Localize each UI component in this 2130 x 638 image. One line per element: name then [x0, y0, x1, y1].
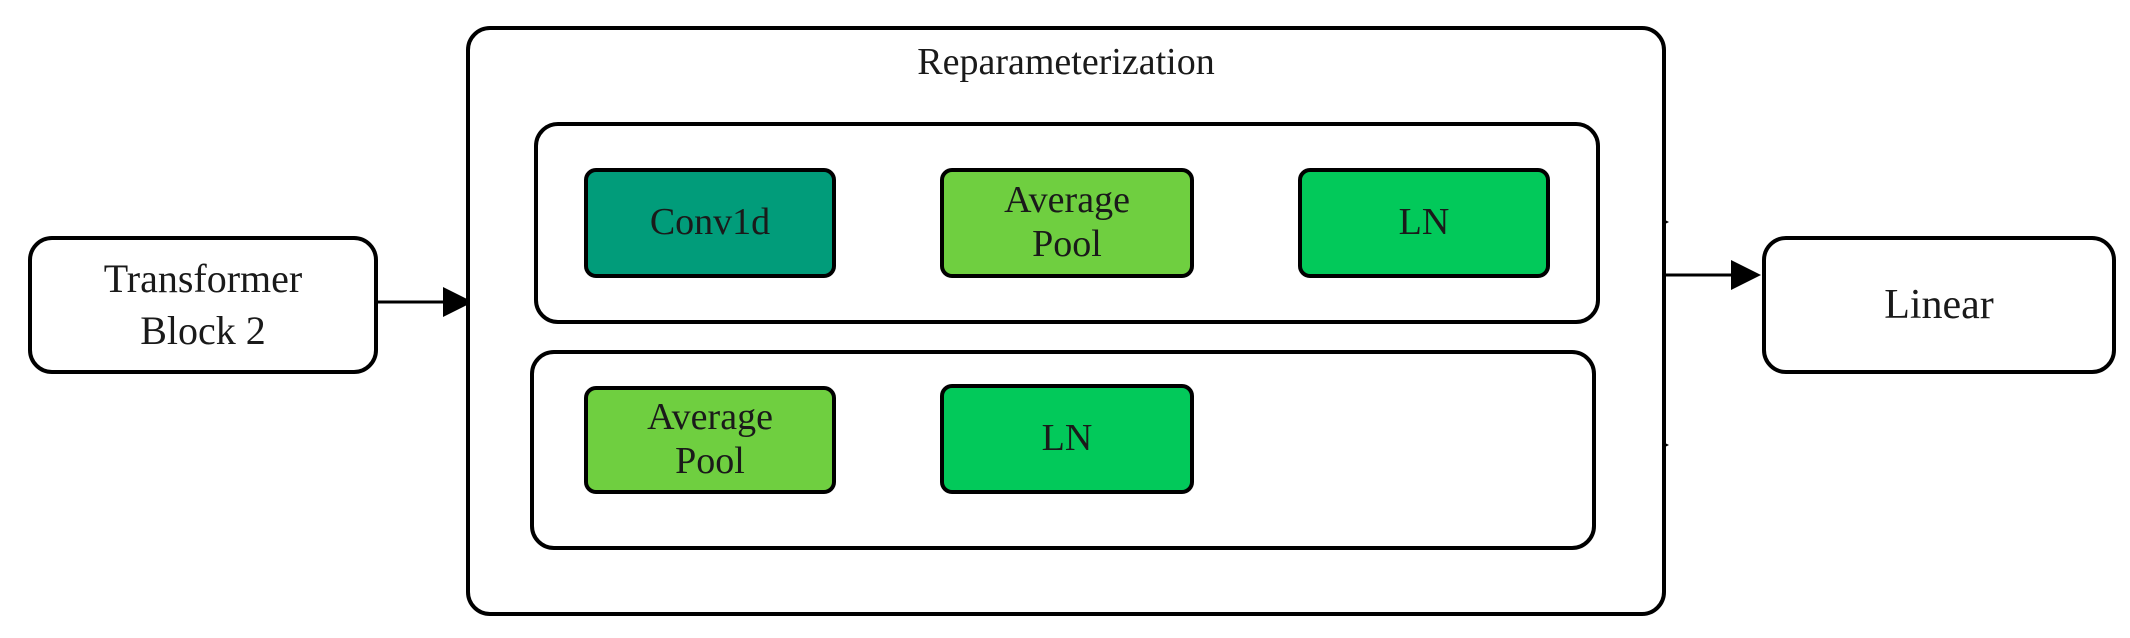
average-pool-label-1: Average Pool	[1004, 179, 1130, 265]
ln-label-2: LN	[1041, 417, 1093, 460]
linear-node: Linear	[1762, 236, 2116, 374]
average-pool-node-1: Average Pool	[940, 168, 1194, 278]
ln-node-1: LN	[1298, 168, 1550, 278]
average-pool-label-2: Average Pool	[647, 396, 773, 482]
transformer-block-label: Transformer Block 2	[103, 256, 303, 353]
conv1d-label: Conv1d	[649, 201, 771, 244]
linear-label: Linear	[1884, 282, 1994, 328]
ln-node-2: LN	[940, 384, 1194, 494]
reparameterization-title: Reparameterization	[917, 41, 1215, 83]
ln-label-1: LN	[1398, 201, 1450, 244]
average-pool-node-2: Average Pool	[584, 386, 836, 494]
conv1d-node: Conv1d	[584, 168, 836, 278]
transformer-block-node: Transformer Block 2	[28, 236, 378, 374]
